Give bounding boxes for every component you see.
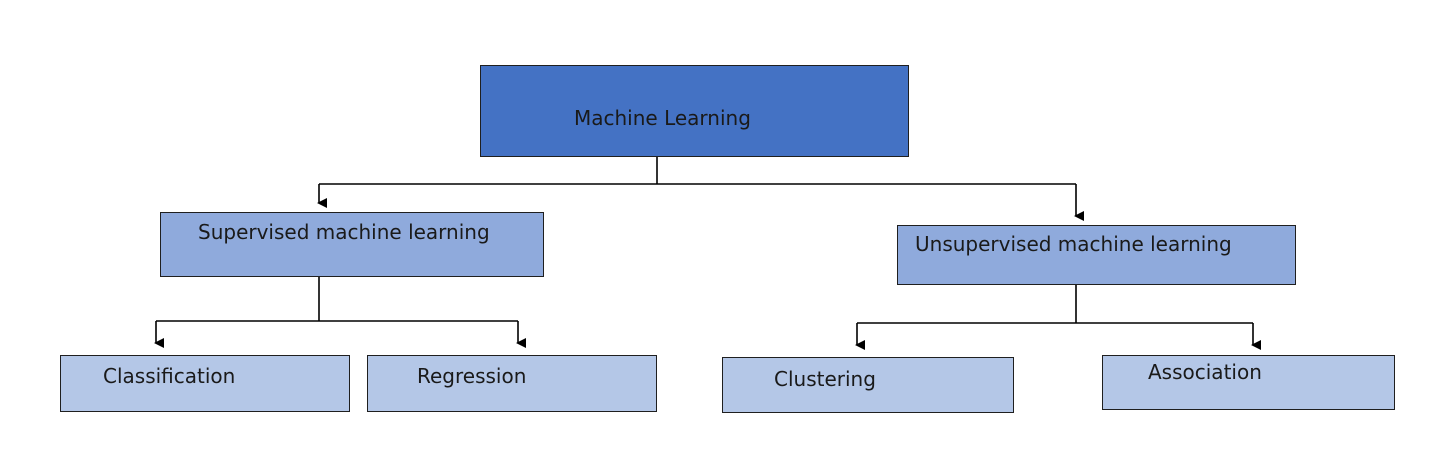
node-supervised-label: Supervised machine learning: [198, 220, 490, 244]
node-unsupervised-machine-learning: Unsupervised machine learning: [897, 225, 1296, 285]
node-regression-label: Regression: [417, 364, 527, 388]
node-clustering-label: Clustering: [774, 367, 876, 391]
node-machine-learning-label: Machine Learning: [574, 106, 751, 130]
node-unsupervised-label: Unsupervised machine learning: [915, 232, 1232, 256]
node-classification-label: Classification: [103, 364, 236, 388]
node-association-label: Association: [1148, 360, 1262, 384]
node-classification: Classification: [60, 355, 350, 412]
node-supervised-machine-learning: Supervised machine learning: [160, 212, 544, 277]
node-regression: Regression: [367, 355, 657, 412]
node-association: Association: [1102, 355, 1395, 410]
node-machine-learning: Machine Learning: [480, 65, 909, 157]
node-clustering: Clustering: [722, 357, 1014, 413]
